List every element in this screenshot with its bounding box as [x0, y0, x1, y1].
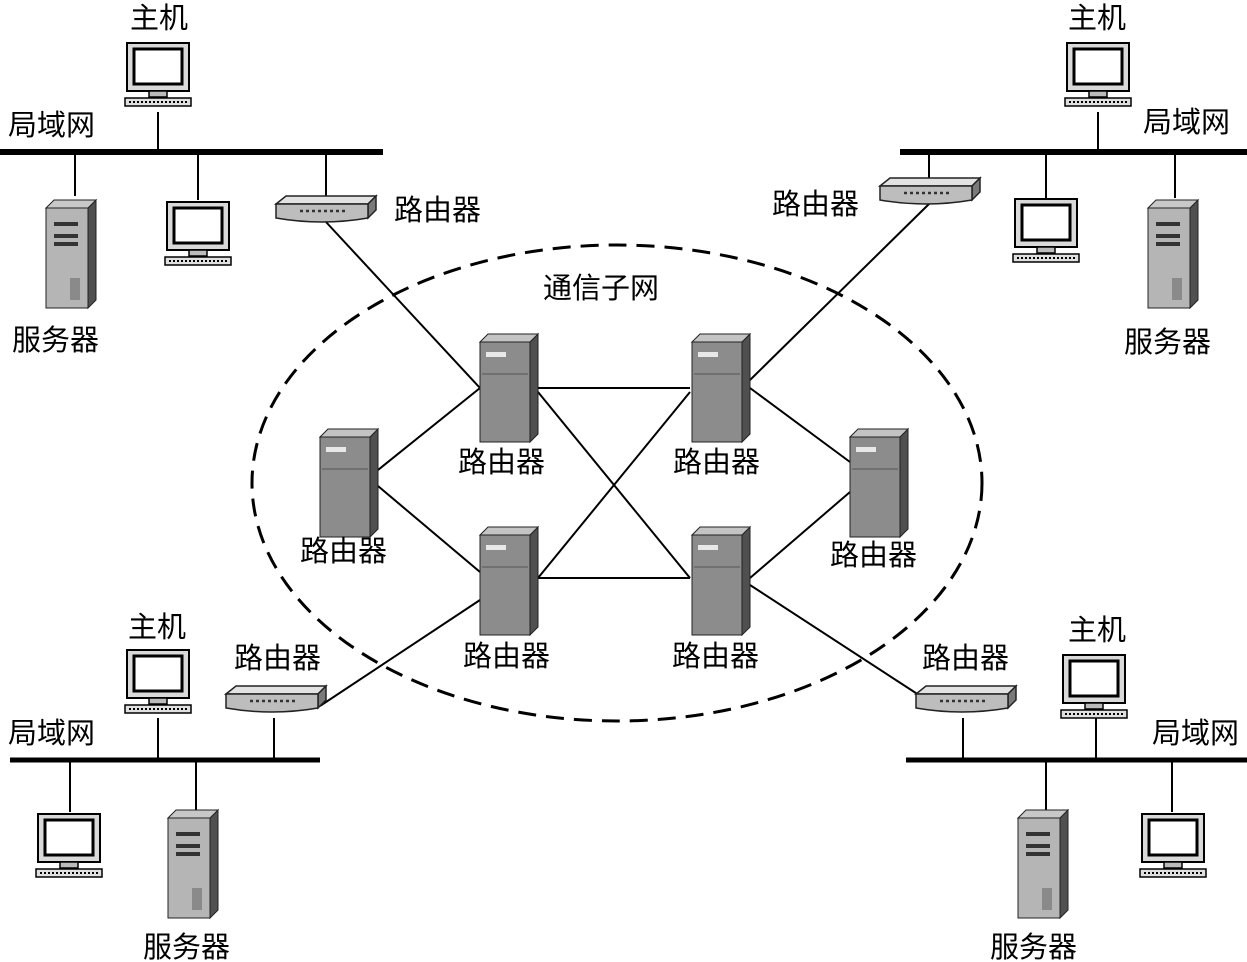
subnet-router-label: 路由器: [463, 639, 550, 673]
lan-label: 局域网: [1152, 716, 1239, 750]
host-monitor-icon: [1059, 653, 1129, 720]
server-tower-icon: [167, 809, 219, 919]
router-label: 路由器: [394, 193, 481, 227]
server-label: 服务器: [990, 930, 1077, 962]
lan-label: 局域网: [1143, 105, 1230, 139]
host-label: 主机: [1068, 1, 1126, 35]
host-label: 主机: [130, 1, 188, 35]
server-label: 服务器: [12, 323, 99, 357]
subnet-router-icon: [691, 526, 751, 636]
router-icon: [914, 684, 1018, 714]
subnet-boundary: [250, 243, 984, 723]
connection-lines: [0, 112, 1247, 812]
router-label: 路由器: [772, 187, 859, 221]
subnet-router-icon: [479, 526, 539, 636]
server-label: 服务器: [1124, 325, 1211, 359]
host-label: 主机: [1068, 613, 1126, 647]
monitor-icon: [34, 812, 104, 879]
server-tower-icon: [1147, 199, 1199, 309]
server-tower-icon: [45, 199, 97, 309]
router-label: 路由器: [234, 641, 321, 675]
host-monitor-icon: [123, 648, 193, 715]
host-monitor-icon: [123, 41, 193, 108]
subnet-label: 通信子网: [543, 271, 659, 305]
subnet-router-label: 路由器: [458, 445, 545, 479]
router-icon: [274, 194, 378, 224]
monitor-icon: [1011, 197, 1081, 264]
lan-label: 局域网: [8, 716, 95, 750]
router-label: 路由器: [922, 641, 1009, 675]
subnet-router-icon: [319, 428, 379, 538]
server-label: 服务器: [143, 930, 230, 962]
lan-label: 局域网: [8, 108, 95, 142]
subnet-router-icon: [479, 333, 539, 443]
subnet-router-label: 路由器: [672, 639, 759, 673]
subnet-router-icon: [849, 428, 909, 538]
monitor-icon: [1138, 812, 1208, 879]
subnet-router-label: 路由器: [300, 534, 387, 568]
subnet-router-label: 路由器: [830, 538, 917, 572]
router-icon: [878, 176, 982, 206]
monitor-icon: [163, 200, 233, 267]
subnet-router-icon: [691, 333, 751, 443]
server-tower-icon: [1017, 809, 1069, 919]
subnet-router-label: 路由器: [673, 445, 760, 479]
host-monitor-icon: [1063, 41, 1133, 108]
labels: 主机 局域网 服务器 路由器 主机 局域网 服务器 路由器 通信子网 路由器 路…: [8, 1, 1239, 962]
host-label: 主机: [128, 610, 186, 644]
router-icon: [224, 684, 328, 714]
